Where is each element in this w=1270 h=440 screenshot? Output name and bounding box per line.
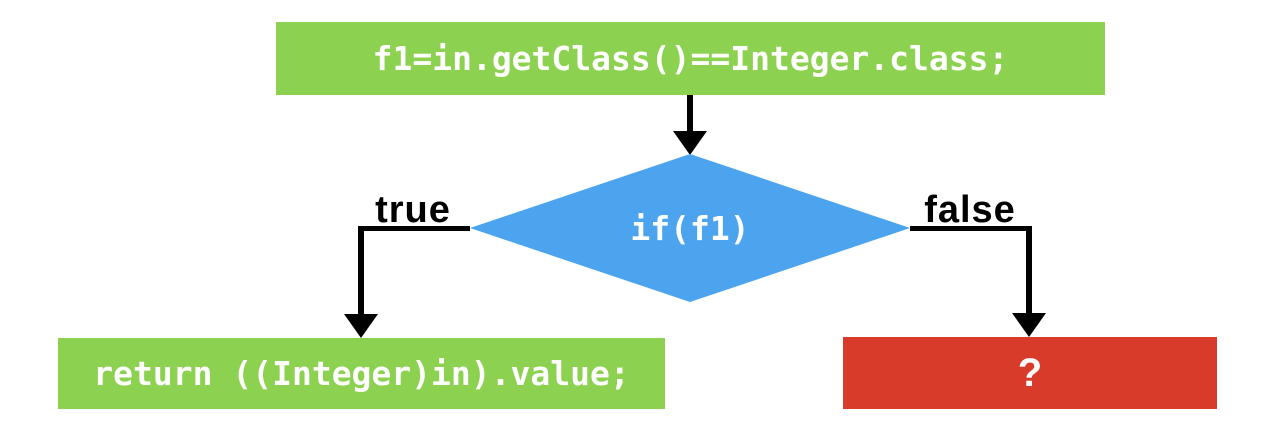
arrowhead-down-icon (673, 131, 707, 155)
true-connector-horizontal (360, 226, 470, 231)
statement-box-false: ? (843, 337, 1217, 409)
false-branch-label: false (924, 189, 1016, 231)
decision-diamond: if(f1) (470, 154, 910, 302)
true-branch-label: true (375, 189, 451, 231)
statement-box-top: f1=in.getClass()==Integer.class; (276, 22, 1105, 95)
statement-box-true: return ((Integer)in).value; (58, 338, 665, 409)
decision-label: if(f1) (630, 208, 750, 248)
arrowhead-down-icon (1012, 313, 1046, 337)
true-connector-vertical (358, 226, 364, 316)
false-connector-vertical (1026, 226, 1032, 315)
connector-top-vertical (687, 95, 693, 133)
false-connector-horizontal (910, 226, 1032, 231)
arrowhead-down-icon (344, 314, 378, 338)
